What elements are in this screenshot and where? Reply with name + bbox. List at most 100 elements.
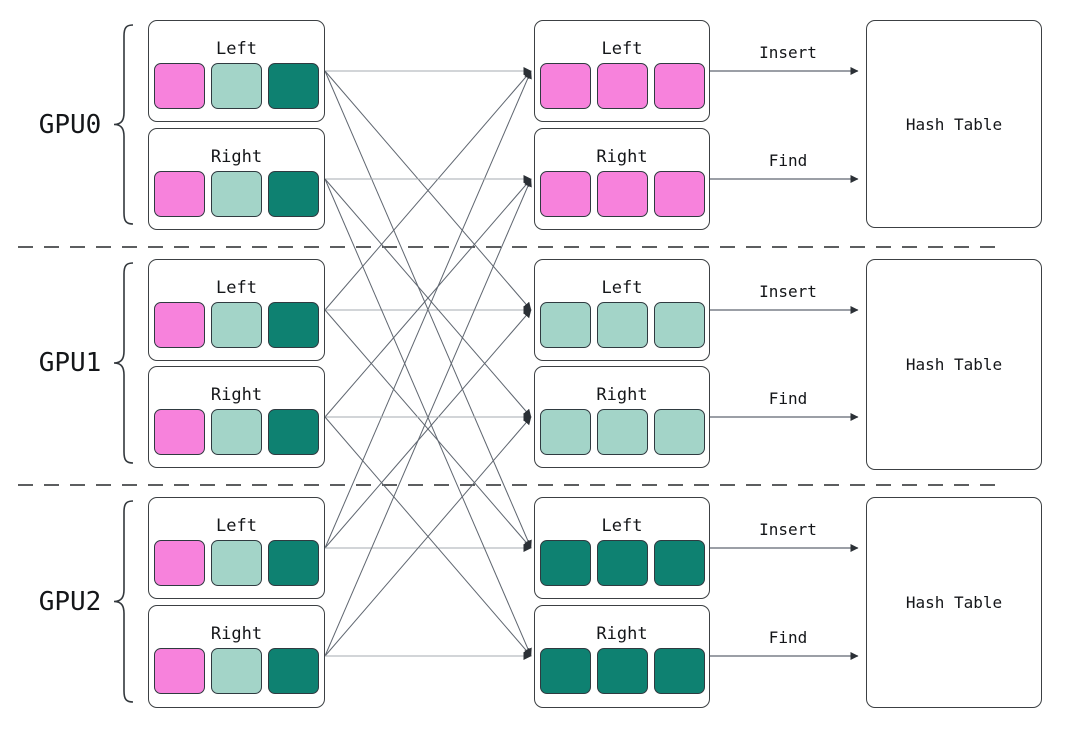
shard-row bbox=[154, 409, 319, 455]
shard-square bbox=[211, 171, 262, 217]
shard-row bbox=[539, 302, 705, 348]
gpu0-dest-left-box: Left bbox=[534, 20, 710, 122]
box-label: Right bbox=[596, 385, 648, 405]
box-label: Right bbox=[596, 147, 648, 167]
hash-table-label: Hash Table bbox=[905, 593, 1003, 612]
gpu1-dest-right-box: Right bbox=[534, 366, 710, 468]
shard-row bbox=[539, 409, 705, 455]
find-label: Find bbox=[768, 628, 808, 647]
shard-square bbox=[268, 409, 319, 455]
shard-square bbox=[154, 648, 205, 694]
shard-square bbox=[539, 171, 591, 217]
shard-square bbox=[539, 409, 591, 455]
gpu0-source-left-box: Left bbox=[148, 20, 325, 122]
gpu2-dest-right-box: Right bbox=[534, 605, 710, 708]
shard-square bbox=[653, 648, 705, 694]
insert-label: Insert bbox=[759, 43, 817, 62]
shard-row bbox=[539, 648, 705, 694]
gpu2-source-left-box: Left bbox=[148, 497, 325, 599]
connection-line bbox=[324, 178, 532, 418]
shard-square bbox=[653, 302, 705, 348]
hash-table-label: Hash Table bbox=[905, 355, 1003, 374]
box-label: Right bbox=[210, 385, 263, 405]
shard-square bbox=[211, 409, 262, 455]
connection-line bbox=[324, 178, 532, 657]
shard-square bbox=[596, 409, 648, 455]
find-label: Find bbox=[768, 151, 808, 170]
shard-square bbox=[154, 63, 205, 109]
connection-line bbox=[324, 70, 532, 549]
shard-square bbox=[154, 171, 205, 217]
shard-square bbox=[539, 63, 591, 109]
connection-line bbox=[324, 309, 532, 549]
gpu1-hash-table-box: Hash Table bbox=[866, 259, 1042, 470]
gpu1-label: GPU1 bbox=[38, 348, 102, 378]
brace-gpu2 bbox=[113, 500, 134, 703]
shard-square bbox=[211, 648, 262, 694]
gpu0-label: GPU0 bbox=[38, 110, 102, 140]
shard-square bbox=[539, 540, 591, 586]
shard-square bbox=[154, 409, 205, 455]
gpu1-source-left-box: Left bbox=[148, 259, 325, 361]
gpu2-source-right-box: Right bbox=[148, 605, 325, 708]
hash-table-arrows bbox=[710, 67, 859, 660]
gpu2-label: GPU2 bbox=[38, 587, 102, 617]
box-label: Left bbox=[601, 516, 643, 536]
gpu2-hash-table-box: Hash Table bbox=[866, 497, 1042, 708]
shard-square bbox=[653, 63, 705, 109]
shard-square bbox=[268, 302, 319, 348]
shard-row bbox=[154, 63, 319, 109]
insert-label: Insert bbox=[759, 282, 817, 301]
shard-row bbox=[154, 171, 319, 217]
brace-gpu0 bbox=[113, 24, 134, 225]
box-label: Right bbox=[210, 147, 263, 167]
gpu1-source-right-box: Right bbox=[148, 366, 325, 468]
shard-row bbox=[539, 171, 705, 217]
gpu2-dest-left-box: Left bbox=[534, 497, 710, 599]
shard-square bbox=[539, 648, 591, 694]
shard-square bbox=[596, 302, 648, 348]
shard-square bbox=[154, 302, 205, 348]
box-label: Right bbox=[210, 624, 263, 644]
shard-row bbox=[154, 648, 319, 694]
shard-square bbox=[596, 171, 648, 217]
shard-square bbox=[268, 648, 319, 694]
hash-table-label: Hash Table bbox=[905, 114, 1003, 134]
box-label: Left bbox=[601, 39, 643, 59]
shuffle-fan-lines-right bbox=[324, 175, 532, 660]
box-label: Left bbox=[601, 278, 643, 298]
box-label: Left bbox=[216, 516, 257, 536]
connection-line bbox=[324, 70, 532, 311]
shard-row bbox=[539, 540, 705, 586]
connection-line bbox=[324, 416, 532, 657]
shard-square bbox=[596, 648, 648, 694]
shard-square bbox=[653, 409, 705, 455]
insert-label: Insert bbox=[759, 520, 817, 539]
gpu1-dest-left-box: Left bbox=[534, 259, 710, 361]
shard-square bbox=[211, 63, 262, 109]
shard-square bbox=[268, 171, 319, 217]
shard-square bbox=[211, 302, 262, 348]
shard-square bbox=[596, 63, 648, 109]
shuffle-fan-lines-left bbox=[324, 67, 532, 552]
gpu0-source-right-box: Right bbox=[148, 128, 325, 230]
box-label: Right bbox=[596, 624, 648, 644]
box-label: Left bbox=[216, 278, 257, 298]
shard-row bbox=[154, 302, 319, 348]
shard-square bbox=[596, 540, 648, 586]
shard-square bbox=[211, 540, 262, 586]
box-label: Left bbox=[216, 39, 257, 59]
shard-square bbox=[268, 63, 319, 109]
shard-square bbox=[539, 302, 591, 348]
row-separators bbox=[18, 246, 1003, 486]
shard-square bbox=[268, 540, 319, 586]
shard-square bbox=[653, 171, 705, 217]
find-label: Find bbox=[768, 389, 808, 408]
brace-gpu1 bbox=[113, 262, 134, 464]
shard-square bbox=[154, 540, 205, 586]
shard-square bbox=[653, 540, 705, 586]
gpu0-dest-right-box: Right bbox=[534, 128, 710, 230]
shard-row bbox=[154, 540, 319, 586]
